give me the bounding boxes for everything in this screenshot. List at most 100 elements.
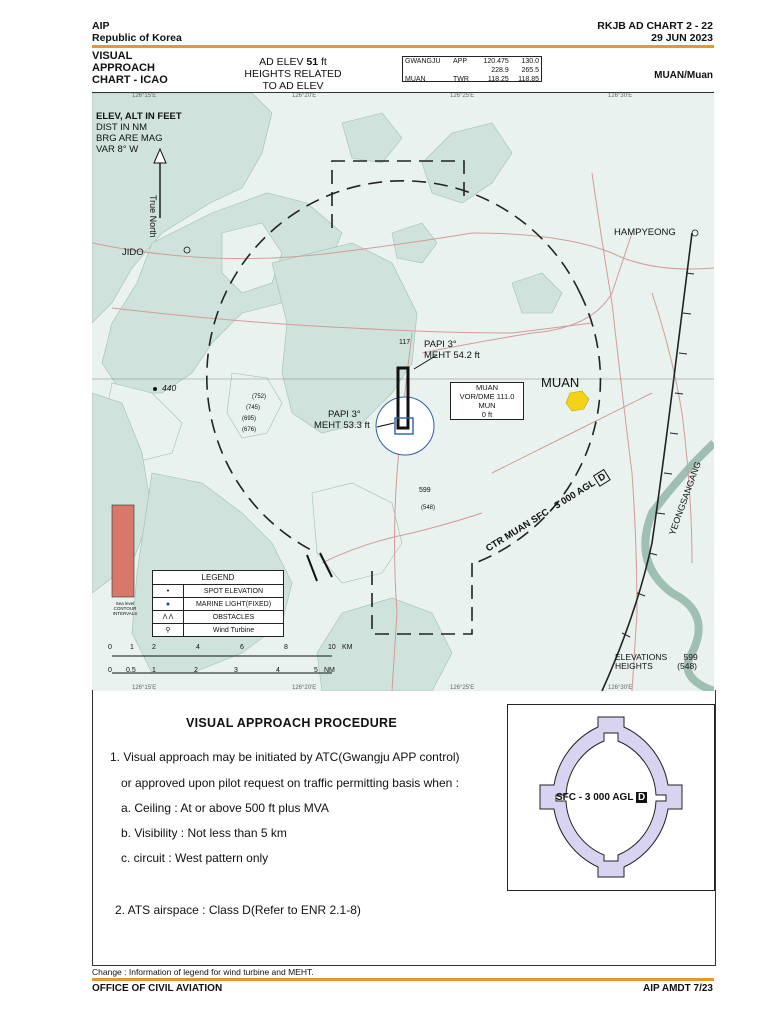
procedure-line: 1. Visual approach may be initiated by A… [110,750,460,764]
grat-top-label: 126°25'E [450,93,475,99]
legend-row: ● MARINE LIGHT(FIXED) [153,597,283,610]
rail-ticks [621,272,695,638]
legend-item: MARINE LIGHT(FIXED) [195,600,272,608]
legend-box: LEGEND •SPOT ELEVATION ●MARINE LIGHT(FIX… [152,570,284,637]
vor-elevation: 0 ft [481,410,493,419]
vor-ident: MUN [478,401,496,410]
grat-bottom-label: 126°30'E [608,685,633,691]
km-tick: 6 [240,644,244,651]
legend-row: Λ Λ OBSTACLES [153,610,283,623]
ctr-boundary [206,179,581,554]
papi-north-leader [413,354,438,370]
chart-title: VISUAL APPROACH CHART - ICAO [92,50,168,86]
papi-south-leader [376,422,395,428]
papi-north-text: PAPI 3° [424,339,457,350]
procedure-line: c. circuit : West pattern only [121,851,269,865]
meht-south-text: MEHT 53.3 ft [314,420,370,431]
obstacle-icon: Λ Λ [153,611,184,623]
freq-unit [451,66,475,75]
ad-elevation-block: AD ELEV 51 ft HEIGHTS RELATED TO AD ELEV [233,56,353,92]
spot-elevation-icon: • [153,585,184,597]
spot-elevation-dot [153,387,157,391]
obstacle-752: (752) [252,394,267,400]
obstacle-695: (695) [242,416,257,422]
procedure-title: VISUAL APPROACH PROCEDURE [186,716,397,730]
scale-bars [112,655,332,674]
vor-name: MUAN [475,383,499,392]
km-unit: KM [342,644,353,651]
nm-tick: 3 [234,667,238,674]
place-hampyeong: HAMPYEONG [614,227,676,238]
nm-tick: 2 [194,667,198,674]
legend-row: • SPOT ELEVATION [153,584,283,597]
legend-item: Wind Turbine [212,626,255,634]
elev-prefix: AD ELEV [259,56,304,68]
elev-value: 51 [306,56,319,68]
procedure-line: 2. ATS airspace : Class D(Refer to ENR 2… [115,903,361,917]
freq-station: MUAN [405,76,426,83]
marine-light-icon: ● [153,598,184,610]
hampyeong-town-circle [691,229,699,237]
height-note-value: (548) [677,661,697,671]
map-notes: ELEV, ALT IN FEET DIST IN NM BRG ARE MAG… [96,111,182,155]
ctr-inset: SFC - 3 000 AGL D [507,704,715,891]
ctr-inset-shape [539,716,683,878]
elev-line2: HEIGHTS RELATED [244,68,342,80]
footer-org: OFFICE OF CIVIL AVIATION [92,983,223,994]
freq-unit: APP [452,58,467,65]
rwy-number: 117 [399,339,411,346]
ctr-extension-south [371,563,473,635]
legend-item: OBSTACLES [212,613,255,621]
runway [396,366,410,430]
state-name: Republic of Korea [92,32,182,44]
grat-bottom-label: 126°20'E [292,685,317,691]
inset-label: SFC - 3 000 AGL D [556,792,648,803]
title-line2: APPROACH [92,62,155,74]
vor-info-box: MUAN VOR/DME 111.0 MUN 0 ft [450,382,524,420]
contour-bar [111,504,135,598]
height-note-label: HEIGHTS [615,661,653,671]
aip-label: AIP [92,20,110,32]
papi-north-label: PAPI 3° MEHT 54.2 ft [424,339,480,361]
note-line: DIST IN NM [96,122,148,133]
freq-unit: TWR [452,76,469,83]
vor-compass-rose [375,396,435,456]
freq-station: GWANGJU [405,58,441,65]
km-tick: 8 [284,644,288,651]
grat-top-label: 126°20'E [292,93,317,99]
elev-unit: ft [321,56,327,68]
place-muan: MUAN [541,375,580,390]
elev-note-label: ELEVATIONS [615,652,668,662]
grat-top-label: 126°15'E [132,93,157,99]
contour-intervals: CONTOUR INTERVALS [112,606,138,616]
km-tick: 10 [328,644,336,651]
grat-top-label: 126°30'E [608,93,633,99]
legend-item: SPOT ELEVATION [203,587,264,595]
km-tick: 2 [152,644,156,651]
obstacle-745: (745) [246,405,261,411]
nm-unit: NM [324,667,335,674]
place-jido: JIDO [122,247,144,258]
roads [92,172,714,691]
nm-tick: 0 [108,667,112,674]
grat-bottom-label: 126°15'E [132,685,157,691]
true-north-label: True North [148,195,158,238]
procedure-panel [92,690,716,966]
vor-frequency: VOR/DME 111.0 [459,392,515,401]
header-rule [92,45,714,48]
freq-value: 118.85 [518,76,539,83]
procedure-line: or approved upon pilot request on traffi… [121,776,459,790]
freq-value: 228.9 [491,67,509,74]
spot-548: (548) [421,505,436,511]
river [641,440,714,691]
header-left: AIP Republic of Korea [92,20,182,44]
legend-row: ⚲Wind Turbine [153,623,283,636]
title-line1: VISUAL [92,50,133,62]
ctr-extension-north [331,160,465,228]
grat-bottom-label: 126°25'E [450,685,475,691]
ctr-boundary-east [474,292,602,564]
freq-value: 130.0 [521,58,539,65]
freq-station [403,66,451,75]
